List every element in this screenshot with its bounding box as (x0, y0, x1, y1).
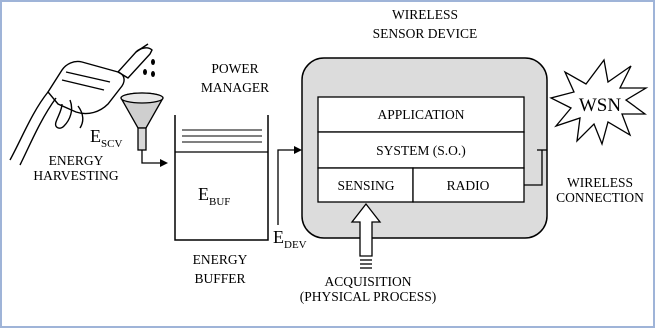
wireless-connection-line2: CONNECTION (556, 190, 644, 205)
energy-buffer-line2: BUFFER (194, 271, 245, 286)
wireless-device-title-line2: SENSOR DEVICE (373, 26, 478, 41)
layer-radio: RADIO (447, 178, 490, 193)
device-stack (317, 96, 525, 203)
starburst-icon (549, 58, 649, 147)
e-buf-label: EBUF (198, 184, 230, 208)
fuel-nozzle-icon (9, 43, 153, 166)
acquisition-line1: ACQUISITION (325, 274, 412, 289)
energy-buffer-line1: ENERGY (193, 252, 248, 267)
wsn-label: WSN (579, 95, 622, 116)
buffer-to-device-arrow (277, 146, 302, 225)
layer-application: APPLICATION (377, 107, 464, 122)
layer-system: SYSTEM (S.O.) (376, 143, 466, 158)
energy-harvesting-line2: HARVESTING (33, 168, 118, 183)
funnel-arrow (141, 150, 168, 167)
e-scv-label: ESCV (90, 126, 122, 150)
power-manager-line2: MANAGER (201, 80, 269, 95)
energy-buffer-tank (174, 115, 269, 241)
e-dev-label: EDEV (273, 227, 307, 251)
wireless-device-title-line1: WIRELESS (392, 7, 458, 22)
acquisition-line2: (PHYSICAL PROCESS) (300, 289, 436, 304)
funnel-icon (120, 92, 164, 151)
wireless-connection-line (524, 149, 547, 186)
fuel-drops (143, 59, 155, 77)
energy-harvesting-line1: ENERGY (49, 153, 104, 168)
acquisition-arrow (350, 202, 382, 269)
wireless-connection-line1: WIRELESS (567, 175, 633, 190)
layer-sensing: SENSING (337, 178, 394, 193)
power-manager-line1: POWER (211, 61, 258, 76)
